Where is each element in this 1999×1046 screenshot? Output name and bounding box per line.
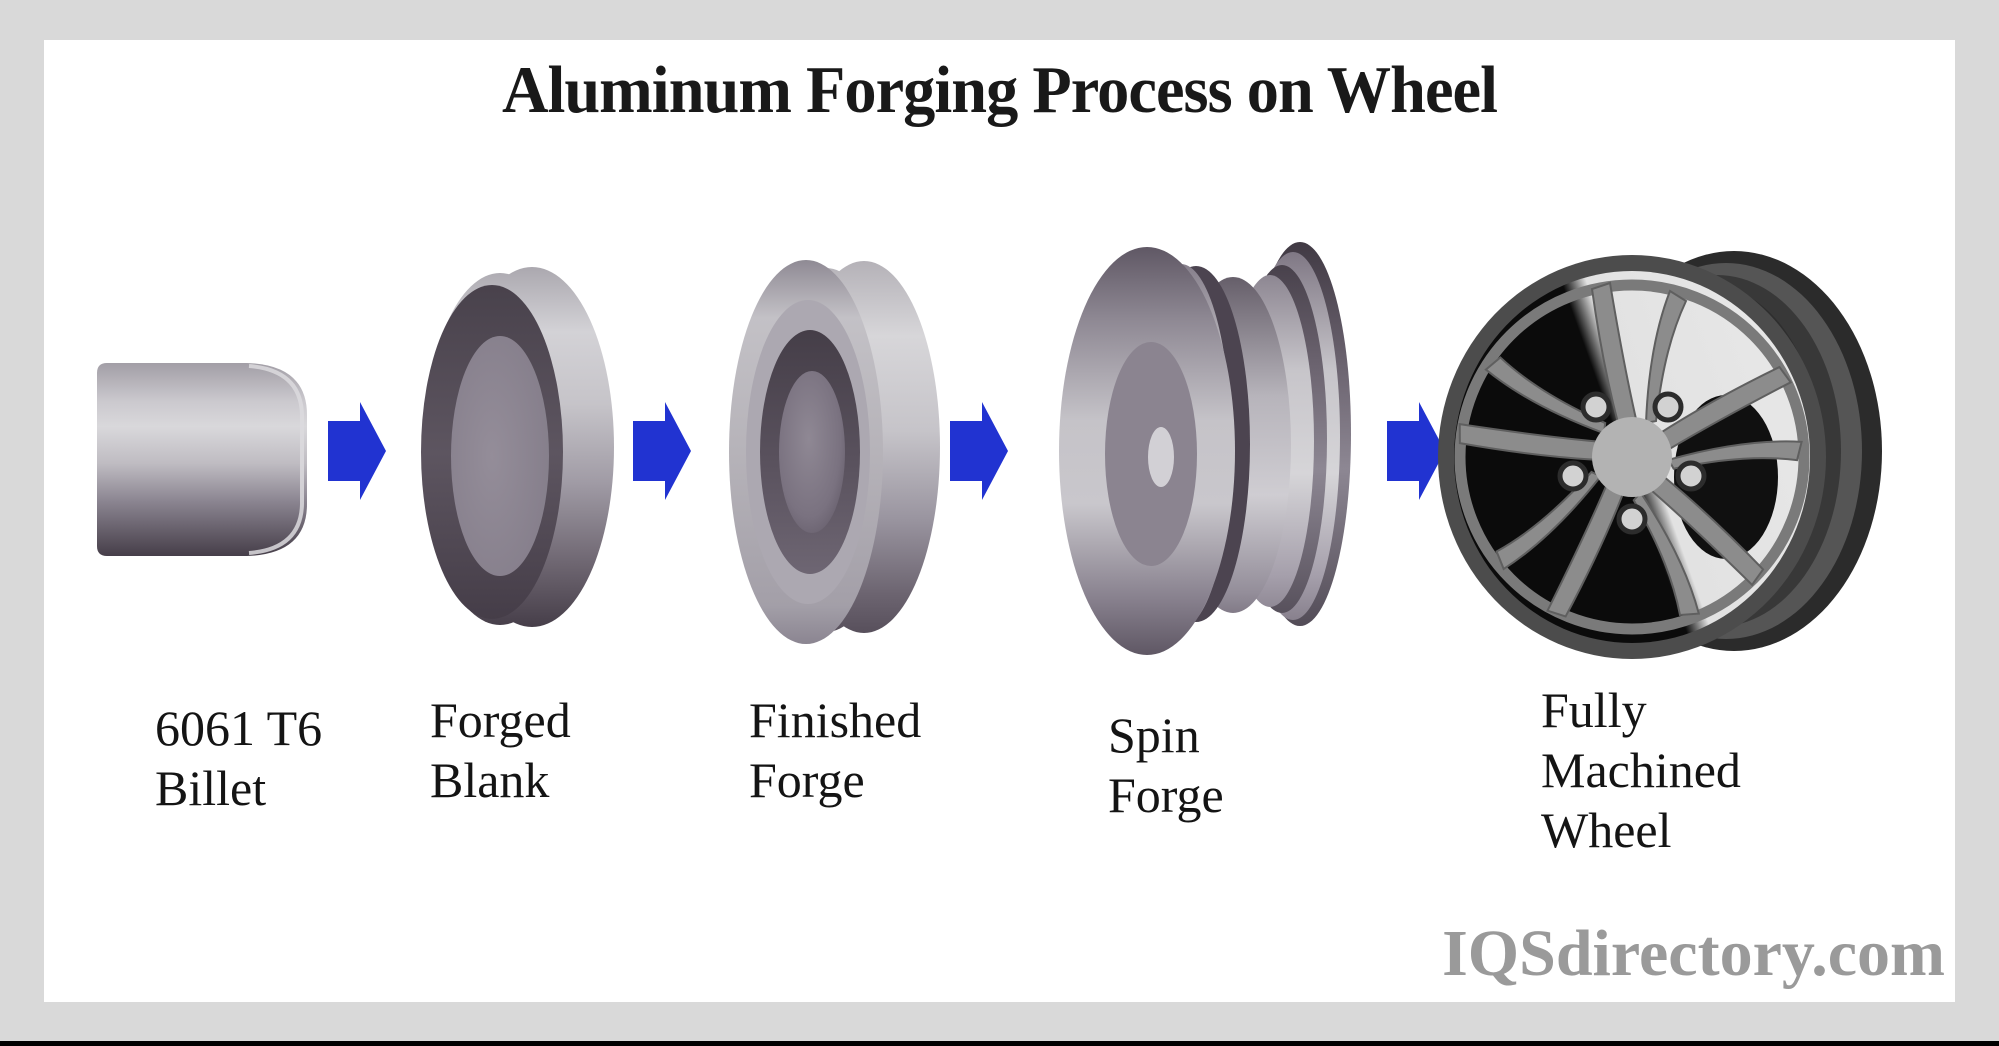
stage-label-spin-forge: Spin Forge [1108, 707, 1224, 823]
finished-forge-graphic [729, 260, 940, 644]
bottom-border-bar [0, 1041, 1999, 1046]
stage-label-forged-blank: Forged Blank [430, 692, 571, 808]
diagram-title: Aluminum Forging Process on Wheel [501, 53, 1498, 127]
machined-wheel-graphic [1438, 251, 1882, 659]
billet-illustration [97, 363, 307, 556]
stage-label-finished-forge: Finished Forge [749, 692, 922, 808]
arrow-icon [633, 402, 691, 500]
forged-blank-disc-graphic [421, 267, 614, 627]
machined-wheel-illustration [1436, 245, 1886, 665]
finished-forge-illustration [726, 250, 941, 650]
arrow-icon [328, 402, 386, 500]
billet-cylinder-graphic [97, 363, 307, 556]
arrow-icon [950, 402, 1008, 500]
forged-blank-illustration [416, 262, 616, 632]
watermark-text: IQSdirectory.com [1442, 917, 1945, 990]
stage-label-fully-machined-wheel: Fully Machined Wheel [1541, 682, 1741, 858]
spin-forge-illustration [1053, 238, 1353, 668]
arrow-icon [1387, 402, 1445, 500]
stage-label-billet: 6061 T6 Billet [155, 700, 323, 816]
spin-forge-rim-graphic [1059, 242, 1351, 655]
